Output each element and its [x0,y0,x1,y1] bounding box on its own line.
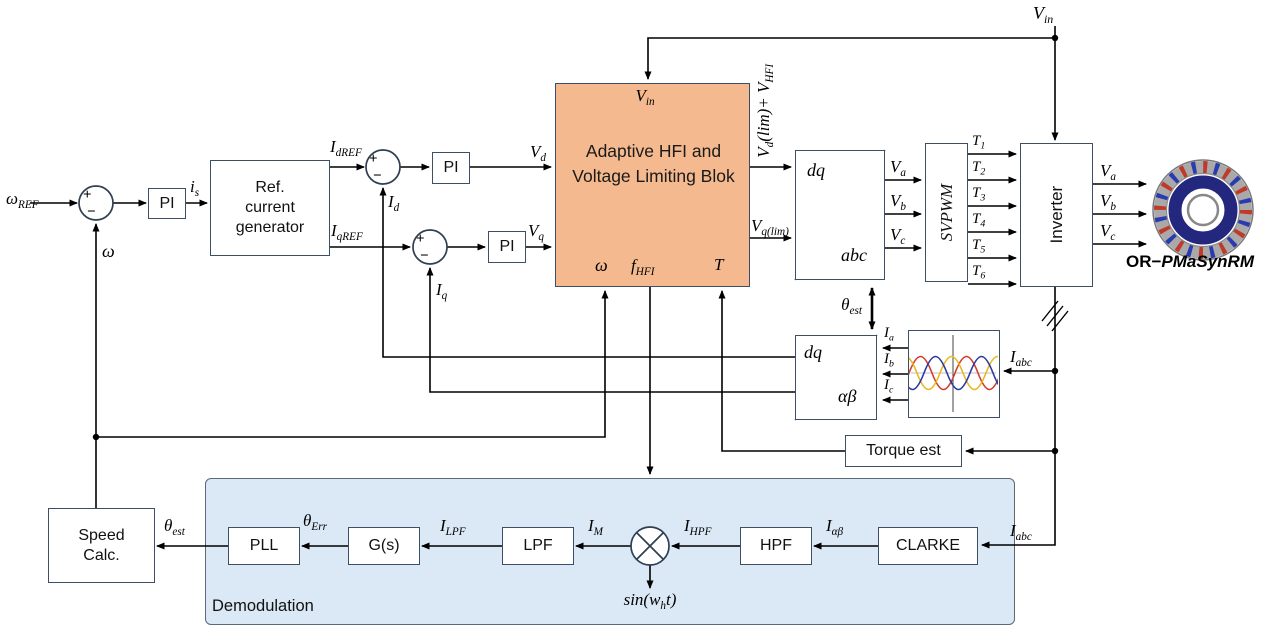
dq-abc-abc-label: abc [841,245,867,265]
ilpf-label: ILPF [440,516,466,538]
theta-est-label-demod: θest [164,516,185,538]
hfi-title: Adaptive HFI and Voltage Limiting Blok [572,141,735,186]
motor-graphic [1152,159,1254,261]
iq-sum-plus: + [416,231,425,247]
im-label: IM [588,516,604,538]
torque-input-label: T [714,255,724,274]
dq-alphabeta-transform-block [795,335,877,420]
demodulation-label: Demodulation [212,597,314,615]
t2-label: T2 [972,159,986,178]
is-label: is [190,177,200,199]
ref-current-generator-block: Ref. current generator [210,160,330,256]
speed-sum-minus: − [87,204,96,220]
pi-speed-block: PI [148,188,186,219]
clarke-block: CLARKE [878,527,978,565]
vd-label: Vd [530,142,546,164]
omega-feedback-label: ω [102,241,115,261]
id-sum-minus: − [373,168,382,184]
vin-label-hfi: Vin [635,86,655,108]
t1-label: T1 [972,133,986,152]
sum-junctions [78,149,670,566]
iq-label: Iq [436,280,448,302]
dq-abc-transform-block [795,150,885,280]
motor-label: OR−PMaSynRM [1125,252,1254,271]
id-label: Id [388,192,400,214]
omega-input-label: ω [595,255,608,275]
iq-sum-minus: − [420,248,429,264]
gs-block: G(s) [348,527,420,565]
phase-current-waves [831,335,1048,412]
iabc-label-meas: Iabc [1010,347,1032,369]
svpwm-block: SVPWM [925,143,968,282]
ialphabeta-label: Iαβ [826,516,844,538]
vb-label-out: Vb [1100,191,1116,213]
bus-slash-marks [1041,300,1069,332]
theta-err-label: θErr [303,511,327,533]
pi-q-block: PI [488,231,526,263]
pi-d-block: PI [432,152,470,184]
omega-ref-label: ωREF [6,189,39,211]
va-label-dq: Va [890,157,906,179]
theta-est-label: θest [841,295,862,317]
id-sum-junction [365,149,401,185]
fhfi-input-label: fHFI [631,256,655,278]
multiply-icon [636,532,664,560]
t4-label: T4 [972,211,986,230]
id-sum-plus: + [369,151,378,167]
dq-alphabeta-dq-label: dq [804,342,822,362]
vc-label-out: Vc [1100,221,1116,243]
speed-sum-plus: + [83,187,92,203]
vdlim-vhfi-label: Vd(lim)+ VHFI [754,63,777,158]
adaptive-hfi-block: Adaptive HFI and Voltage Limiting Blok [555,83,750,287]
ib-label: Ib [884,351,894,370]
sin-wht-label: sin(wht) [623,590,677,612]
iq-sum-junction [412,229,448,265]
t6-label: T6 [972,263,986,282]
junction-dots [92,34,1059,455]
current-waveform-display [831,330,1048,418]
iabc-label-clarke: Iabc [1010,521,1032,543]
lpf-block: LPF [502,527,574,565]
speed-calc-block: Speed Calc. [48,508,155,583]
inverter-block: Inverter [1020,143,1093,287]
ic-label: Ic [884,377,894,396]
wires [30,26,1147,589]
vqlim-label: Vq(lim) [751,216,789,238]
vb-label-dq: Vb [890,191,906,213]
va-label-out: Va [1100,161,1116,183]
pll-block: PLL [228,527,300,565]
vq-label: Vq [528,221,544,243]
dq-alphabeta-ab-label: αβ [838,386,857,406]
torque-est-block: Torque est [845,435,962,467]
ihpf-label: IHPF [684,516,712,538]
idref-label: IdREF [330,137,362,159]
t5-label: T5 [972,237,986,256]
vin-label-top: Vin [1033,3,1054,27]
vc-label-dq: Vc [890,225,906,247]
dq-abc-dq-label: dq [807,160,825,180]
ia-label: Ia [884,325,894,344]
speed-sum-junction [78,185,114,221]
hpf-block: HPF [740,527,812,565]
iqref-label: IqREF [331,221,363,243]
t3-label: T3 [972,185,986,204]
